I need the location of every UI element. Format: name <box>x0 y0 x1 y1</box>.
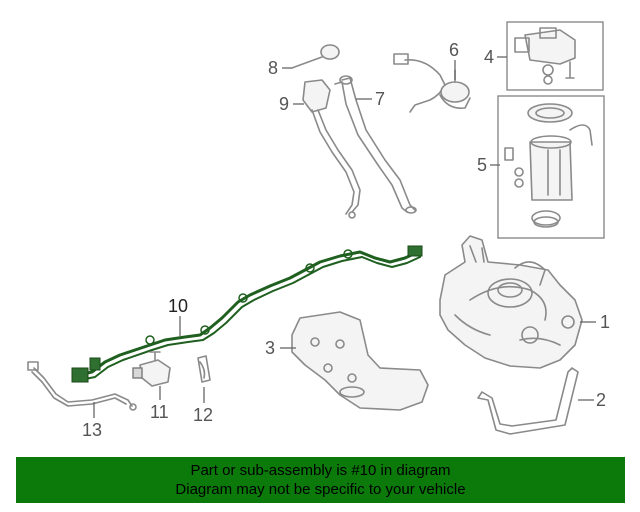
callout-13: 13 <box>82 420 102 440</box>
callout-8: 8 <box>268 58 278 78</box>
parts-diagram: 1 2 3 4 5 <box>27 21 610 440</box>
callout-7: 7 <box>375 89 385 109</box>
callout-5: 5 <box>477 155 487 175</box>
callout-3: 3 <box>265 338 275 358</box>
fuel-pump-module-part-5[interactable] <box>504 103 593 228</box>
banner-line-2: Diagram may not be specific to your vehi… <box>175 481 466 498</box>
part-5-box <box>497 95 605 239</box>
heat-shield-part-3[interactable] <box>291 311 429 411</box>
clip-part-12[interactable] <box>197 355 211 383</box>
callout-2: 2 <box>596 390 606 410</box>
part-4-box <box>506 21 604 91</box>
callout-4: 4 <box>484 47 494 67</box>
callout-12: 12 <box>193 405 213 425</box>
callout-6: 6 <box>449 40 459 60</box>
filler-cap-part-8[interactable] <box>291 44 340 69</box>
valve-part-11[interactable] <box>132 351 171 387</box>
fuel-tank-part-1[interactable] <box>439 235 583 369</box>
banner-line-1: Part or sub-assembly is #10 in diagram <box>190 462 451 479</box>
valve-assembly-part-4[interactable] <box>514 27 576 85</box>
callout-1: 1 <box>600 312 610 332</box>
filler-neck-part-9[interactable] <box>302 79 361 219</box>
info-banner: Part or sub-assembly is #10 in diagram D… <box>16 457 625 503</box>
fuel-line-part-10[interactable] <box>71 245 423 383</box>
callout-10: 10 <box>168 296 188 316</box>
filler-pipe-part-7[interactable] <box>334 75 417 214</box>
hose-part-13[interactable] <box>27 361 137 411</box>
sensor-harness-part-6[interactable] <box>393 53 471 113</box>
callout-9: 9 <box>279 94 289 114</box>
callout-11: 11 <box>150 402 169 422</box>
tank-strap-part-2[interactable] <box>477 367 579 435</box>
